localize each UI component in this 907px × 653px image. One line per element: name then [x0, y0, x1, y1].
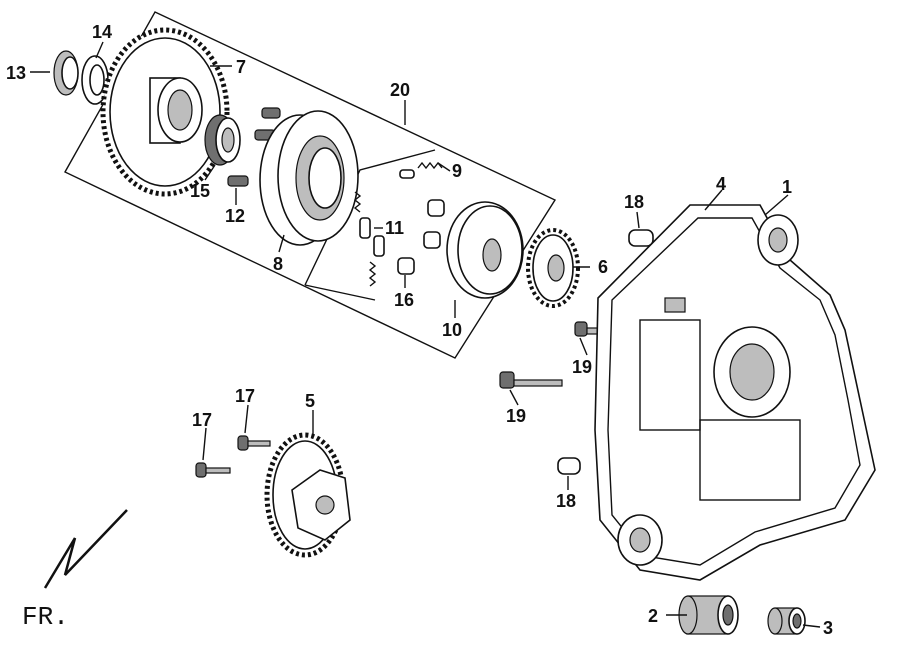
sub-box-9-11 — [304, 149, 436, 286]
label-5: 5 — [305, 391, 315, 411]
assembly-box-20 — [64, 11, 557, 359]
label-19-lower: 19 — [506, 406, 526, 426]
label-18-lower: 18 — [556, 491, 576, 511]
label-10: 10 — [442, 320, 462, 340]
label-2: 2 — [648, 606, 658, 626]
part-7-starter-gear — [100, 27, 230, 197]
part-9-spring — [399, 161, 443, 179]
part-6-small-gear — [526, 228, 580, 308]
label-6: 6 — [598, 257, 608, 277]
part-10-plate — [446, 201, 524, 299]
front-marker-label: FR. — [22, 602, 69, 632]
label-11: 11 — [385, 218, 404, 238]
part-2-bushing — [678, 595, 739, 635]
label-13: 13 — [6, 63, 26, 83]
part-1-crankcase-cover — [594, 204, 876, 581]
part-8-clutch-housing — [259, 110, 359, 246]
part-16-rollers — [397, 199, 445, 275]
part-3-bushing — [767, 607, 806, 635]
part-number-labels: 13 14 7 15 12 8 20 9 11 16 10 6 19 19 18… — [6, 22, 833, 638]
label-8: 8 — [273, 254, 283, 274]
part-5-oil-pump — [264, 432, 351, 558]
label-18-upper: 18 — [624, 192, 644, 212]
part-17-screws — [195, 435, 271, 478]
part-11-springs — [353, 191, 385, 287]
leader-lines — [30, 41, 821, 628]
part-15-needle-bearing — [204, 114, 241, 166]
label-3: 3 — [823, 618, 833, 638]
label-17-lower: 17 — [192, 410, 212, 430]
label-19-upper: 19 — [572, 357, 592, 377]
label-17-upper: 17 — [235, 386, 255, 406]
label-20: 20 — [390, 80, 410, 100]
label-7: 7 — [236, 57, 246, 77]
label-15: 15 — [190, 181, 210, 201]
front-arrow-icon — [43, 509, 128, 589]
part-14-washer — [81, 55, 109, 105]
part-13-nut — [53, 50, 79, 96]
label-9: 9 — [452, 161, 462, 181]
label-14: 14 — [92, 22, 112, 42]
label-4: 4 — [716, 174, 726, 194]
label-16: 16 — [394, 290, 414, 310]
label-1: 1 — [782, 177, 792, 197]
label-12: 12 — [225, 206, 245, 226]
sub-box-bottom — [304, 284, 376, 301]
part-18-dowels — [557, 229, 654, 475]
